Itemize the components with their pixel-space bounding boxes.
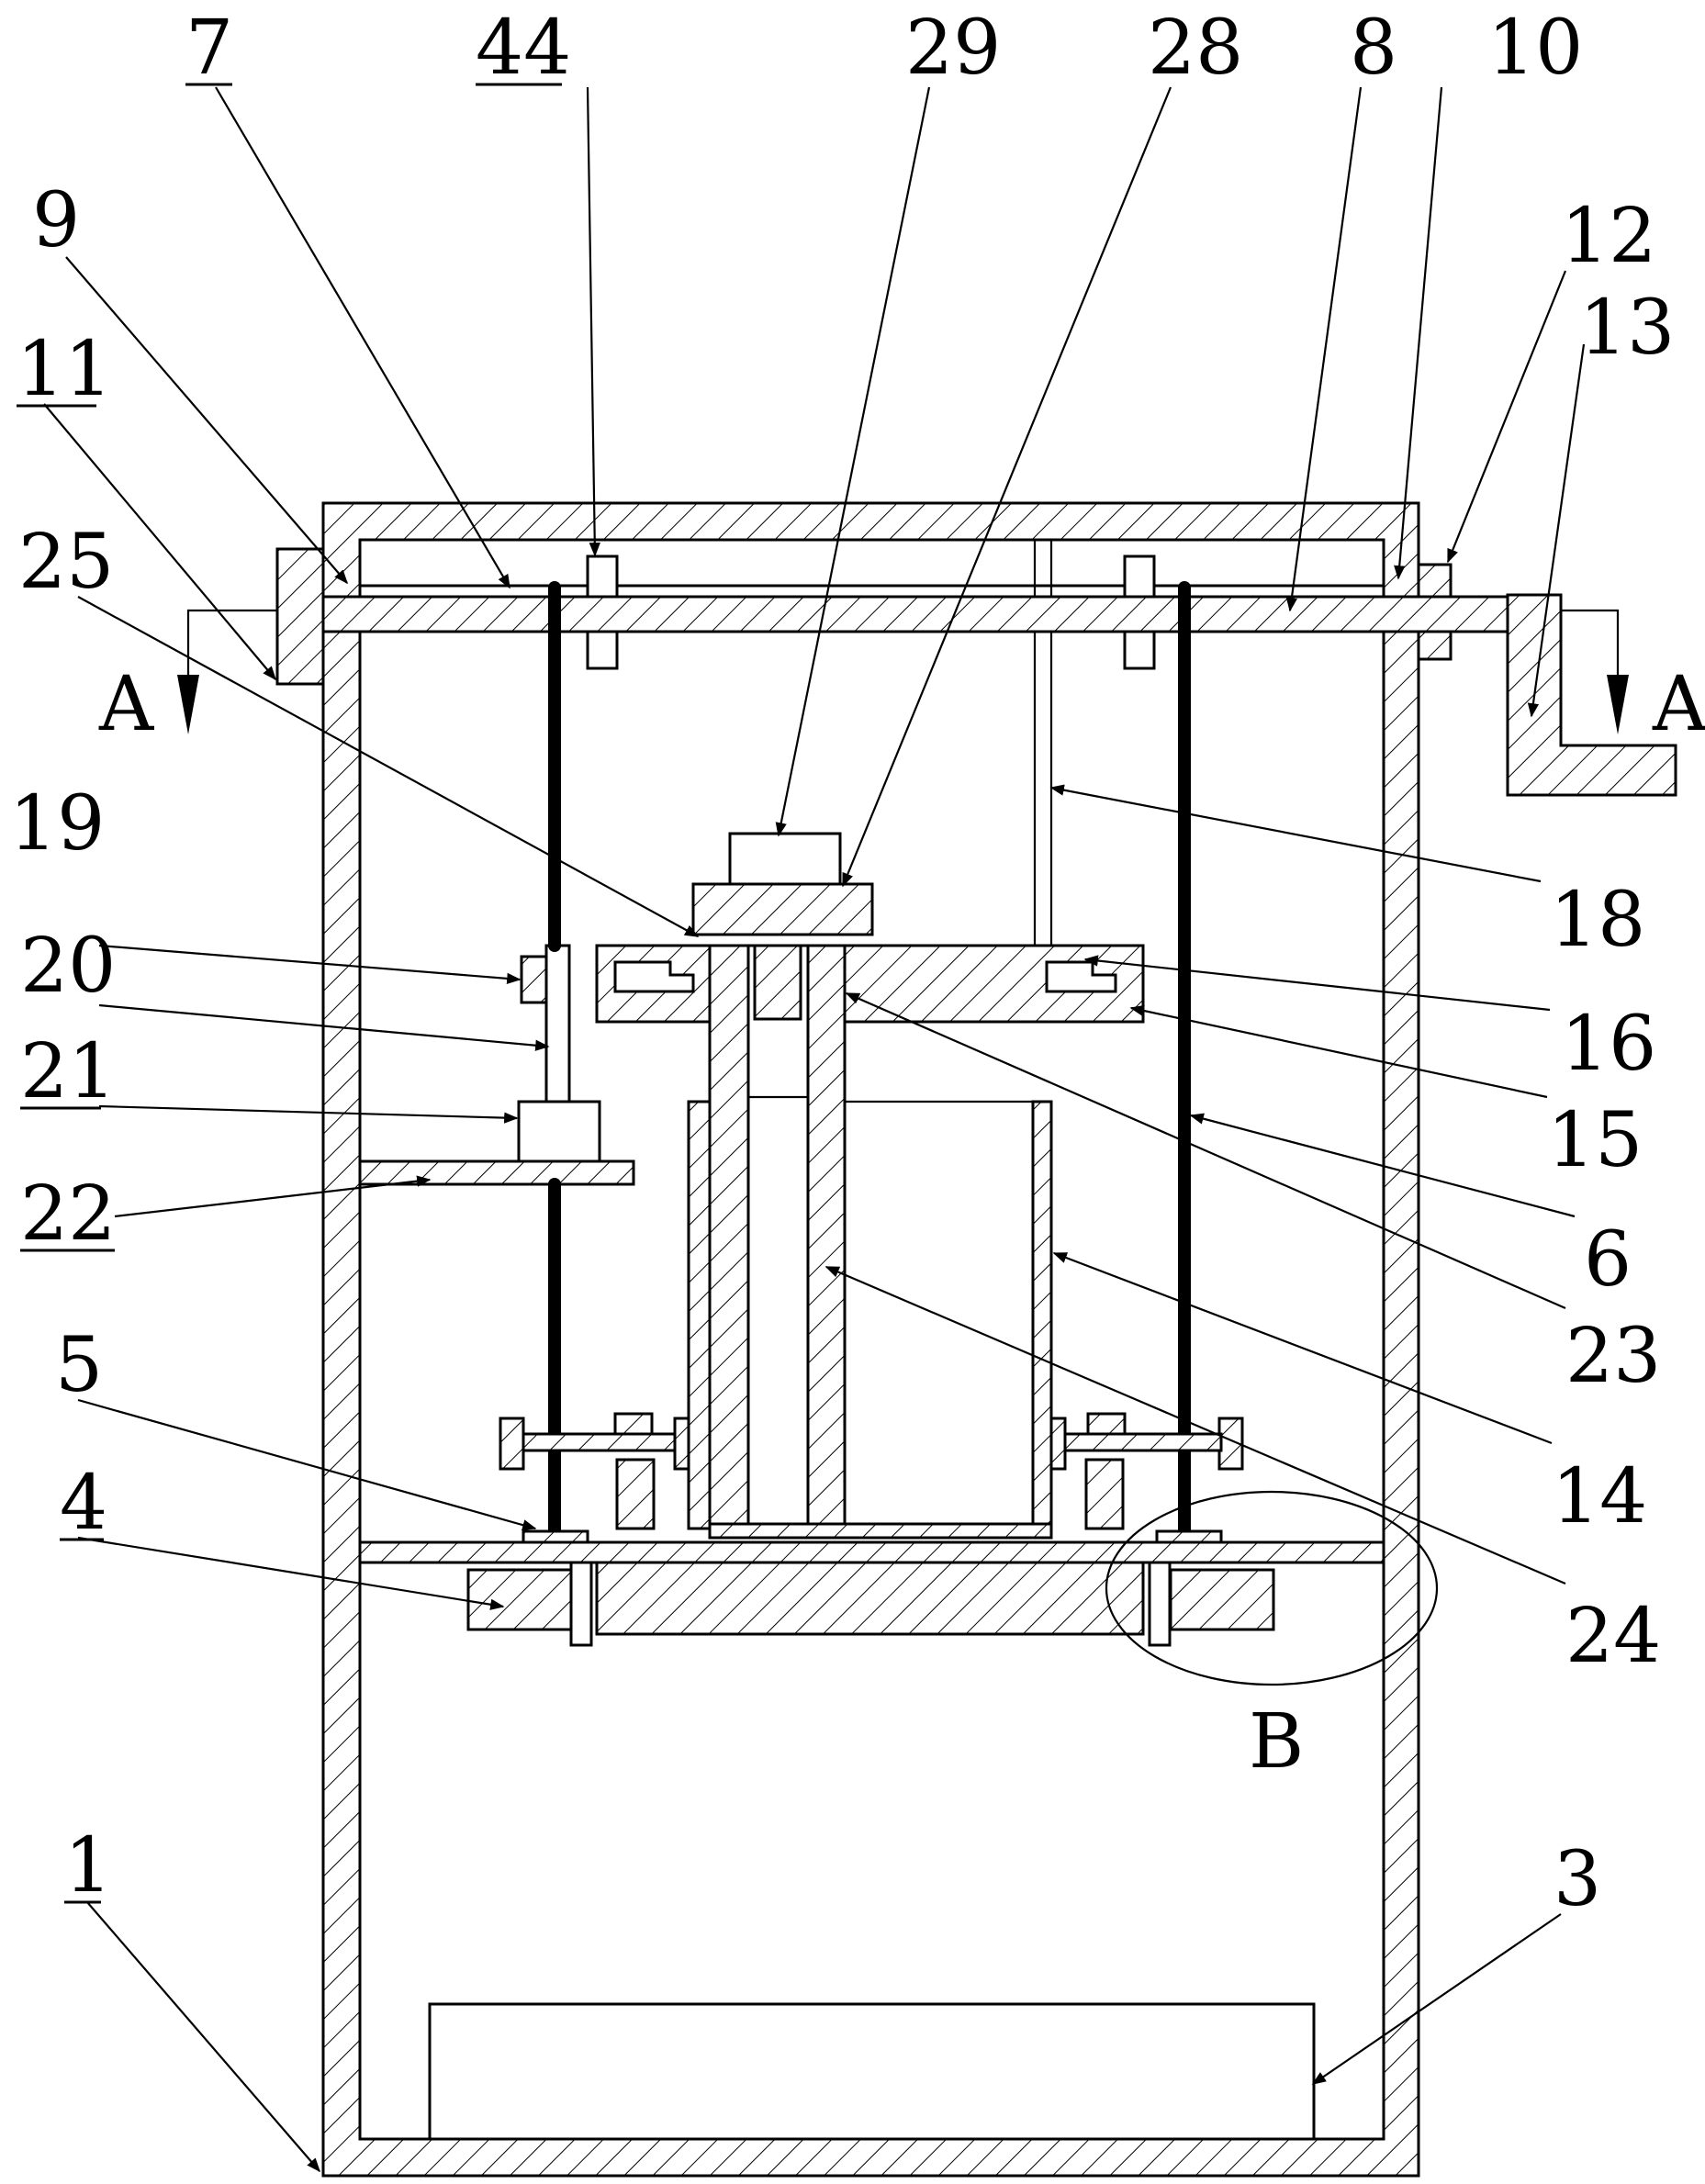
left-handle-block	[275, 547, 325, 686]
block-21	[517, 1100, 601, 1163]
bracket-plate-22	[358, 1159, 635, 1186]
clamp-post-right	[1084, 1458, 1125, 1530]
nut-right	[1155, 1529, 1223, 1544]
label-44: 44	[476, 5, 571, 92]
container-right-wall	[1031, 1100, 1053, 1530]
pin-left	[569, 1561, 593, 1647]
label-4: 4	[60, 1460, 107, 1547]
clamp-pad-left	[673, 1417, 690, 1471]
label-6: 6	[1584, 1216, 1632, 1304]
collar-12b	[1417, 630, 1453, 661]
label-22: 22	[20, 1170, 116, 1258]
label-20: 20	[20, 923, 116, 1010]
slot-left	[613, 960, 695, 993]
label-15: 15	[1547, 1097, 1643, 1184]
nut-5	[522, 1529, 589, 1544]
rod-20	[544, 944, 571, 1103]
leader-lines	[43, 86, 1586, 2173]
bearing-right-top	[1123, 554, 1156, 599]
label-25: 25	[18, 519, 114, 606]
label-7: 7	[185, 5, 233, 92]
cap-plate-28	[691, 882, 874, 936]
label-11: 11	[17, 326, 112, 413]
right-l-bracket	[1506, 593, 1677, 797]
label-b: B	[1249, 1698, 1304, 1786]
clamp-knob-left	[499, 1417, 525, 1471]
clamp-nut-left	[613, 1412, 654, 1436]
section-marker-right	[1561, 609, 1629, 734]
clamp-nut-right	[1086, 1412, 1127, 1436]
section-marker-left	[177, 609, 277, 734]
block-19	[520, 955, 551, 1004]
label-a-left: A	[98, 661, 155, 748]
clamp-pad-right	[1049, 1417, 1067, 1471]
block-4	[466, 1568, 573, 1631]
bearing-44-top	[586, 554, 619, 599]
top-inner-frame	[358, 538, 1385, 588]
label-12: 12	[1561, 193, 1656, 280]
hollow-shaft-right-wall	[806, 944, 847, 1526]
label-9: 9	[32, 177, 80, 264]
label-14: 14	[1552, 1453, 1647, 1540]
bearing-44-bottom	[586, 630, 619, 670]
main-shaft	[321, 595, 1509, 633]
label-23: 23	[1565, 1313, 1661, 1400]
label-16: 16	[1561, 1001, 1656, 1088]
bearing-right-bottom	[1123, 630, 1156, 670]
container-bottom	[708, 1522, 1053, 1540]
cap-29	[728, 832, 842, 886]
clamp-screw-left	[522, 1432, 681, 1452]
label-13: 13	[1579, 285, 1675, 372]
container-left-wall	[687, 1100, 712, 1530]
label-24: 24	[1565, 1593, 1661, 1680]
label-18: 18	[1550, 877, 1645, 964]
hollow-shaft-left-wall	[708, 944, 750, 1526]
housing	[321, 501, 1420, 2178]
part-labels: 7 44 29 28 8 10 9 12 11 13 25 A A 18 19 …	[9, 5, 1705, 1923]
hollow-shaft-bore	[746, 944, 810, 1526]
base-plate	[358, 1540, 1385, 1564]
label-1: 1	[64, 1822, 112, 1910]
clamp-post-left	[615, 1458, 656, 1530]
label-5: 5	[55, 1322, 103, 1409]
shaft-insert	[753, 944, 802, 1021]
base-block-center	[595, 1561, 1145, 1636]
pin-right	[1148, 1561, 1172, 1647]
label-a-right: A	[1652, 661, 1705, 748]
collar-12	[1417, 563, 1453, 599]
block-right	[1169, 1568, 1275, 1631]
label-8: 8	[1350, 5, 1397, 92]
label-21: 21	[20, 1028, 116, 1115]
label-10: 10	[1487, 5, 1583, 92]
label-28: 28	[1148, 5, 1243, 92]
label-29: 29	[905, 5, 1001, 92]
label-3: 3	[1554, 1836, 1601, 1923]
detail-circle-b	[1105, 1490, 1439, 1686]
label-19: 19	[9, 780, 105, 868]
clamp-screw-right	[1063, 1432, 1223, 1452]
bottom-tray	[428, 2002, 1316, 2141]
